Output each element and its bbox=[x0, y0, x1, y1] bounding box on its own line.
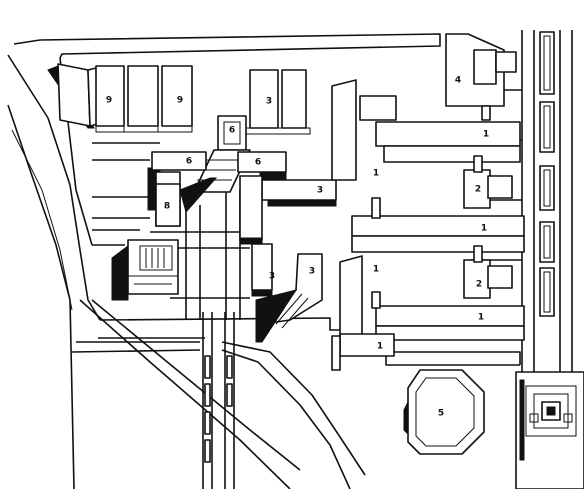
avenue-medians bbox=[539, 31, 555, 317]
label-b1-top: 1 bbox=[483, 130, 489, 140]
street-main-lower bbox=[98, 317, 340, 339]
rail-line-diagonal bbox=[79, 299, 291, 489]
label-b8: 8 bbox=[164, 202, 170, 212]
label-b1-middle: 1 bbox=[481, 224, 487, 234]
label-b5: 5 bbox=[438, 409, 444, 419]
label-b1-lower: 1 bbox=[478, 313, 484, 323]
city-square bbox=[515, 371, 584, 489]
central-complex bbox=[147, 115, 337, 245]
building-lower-left bbox=[111, 239, 179, 301]
building-9-a bbox=[57, 63, 91, 127]
label-b6-left: 6 bbox=[186, 157, 192, 167]
label-b9-left: 9 bbox=[106, 96, 112, 106]
label-b3-low-b: 3 bbox=[309, 267, 315, 277]
label-b9-right: 9 bbox=[177, 96, 183, 106]
label-b2-lower: 2 bbox=[476, 280, 482, 290]
label-b4: 4 bbox=[455, 76, 461, 86]
building-9-c bbox=[127, 65, 159, 127]
square-outer bbox=[515, 371, 584, 489]
building-group-9 bbox=[47, 63, 193, 133]
label-b6-tower: 6 bbox=[229, 126, 235, 136]
street-top bbox=[13, 33, 441, 59]
street-left-edge-inner bbox=[11, 129, 73, 311]
street-cross-upper bbox=[92, 142, 160, 161]
building-1-lower bbox=[375, 305, 525, 327]
street-bottom bbox=[76, 341, 366, 476]
avenue-vertical-left bbox=[202, 312, 213, 489]
label-b1-left-mid: 1 bbox=[373, 265, 379, 275]
street-cross-upper-2 bbox=[92, 196, 150, 219]
building-3-mid bbox=[261, 179, 337, 201]
building-group-3-low bbox=[251, 243, 323, 343]
median-3 bbox=[539, 165, 555, 211]
building-3-top-a bbox=[249, 69, 279, 129]
building-8 bbox=[155, 183, 181, 227]
street-left-diagonal-outer bbox=[7, 54, 101, 321]
building-5 bbox=[407, 369, 485, 455]
avenue-vertical-right bbox=[224, 312, 235, 489]
building-lower-left-main bbox=[127, 239, 179, 295]
building-group-3-top bbox=[245, 69, 311, 135]
building-6-left bbox=[151, 151, 207, 171]
building-1-upper-left bbox=[331, 79, 357, 181]
building-5-octagon bbox=[403, 369, 485, 455]
street-left-edge bbox=[7, 104, 75, 489]
median-2 bbox=[539, 101, 555, 153]
east-slabs bbox=[331, 79, 525, 371]
rail-ties bbox=[204, 355, 233, 463]
street-cross-mid bbox=[92, 229, 140, 246]
building-6-right bbox=[237, 151, 287, 173]
building-1-top bbox=[375, 121, 521, 147]
building-3-top-b bbox=[281, 69, 307, 129]
median-4 bbox=[539, 221, 555, 263]
building-3-low-a bbox=[251, 243, 273, 291]
label-b1-upper-left: 1 bbox=[373, 169, 379, 179]
building-labels: 9 9 3 6 6 6 8 3 3 3 4 1 1 2 1 1 2 1 1 5 bbox=[106, 76, 489, 419]
street-bottom-2 bbox=[71, 349, 351, 489]
building-1-bottom bbox=[339, 333, 395, 357]
label-b2-upper: 2 bbox=[475, 185, 481, 195]
median-1 bbox=[539, 31, 555, 95]
label-b6-right: 6 bbox=[255, 158, 261, 168]
building-4-complex bbox=[445, 33, 517, 121]
building-1-middle bbox=[351, 215, 525, 237]
label-b3-mid: 3 bbox=[317, 186, 323, 196]
label-b1-bottom: 1 bbox=[377, 342, 383, 352]
median-5 bbox=[539, 267, 555, 317]
label-b3-top: 3 bbox=[266, 97, 272, 107]
grid-inner-vertical bbox=[185, 190, 241, 320]
label-b3-low-a: 3 bbox=[269, 272, 275, 282]
